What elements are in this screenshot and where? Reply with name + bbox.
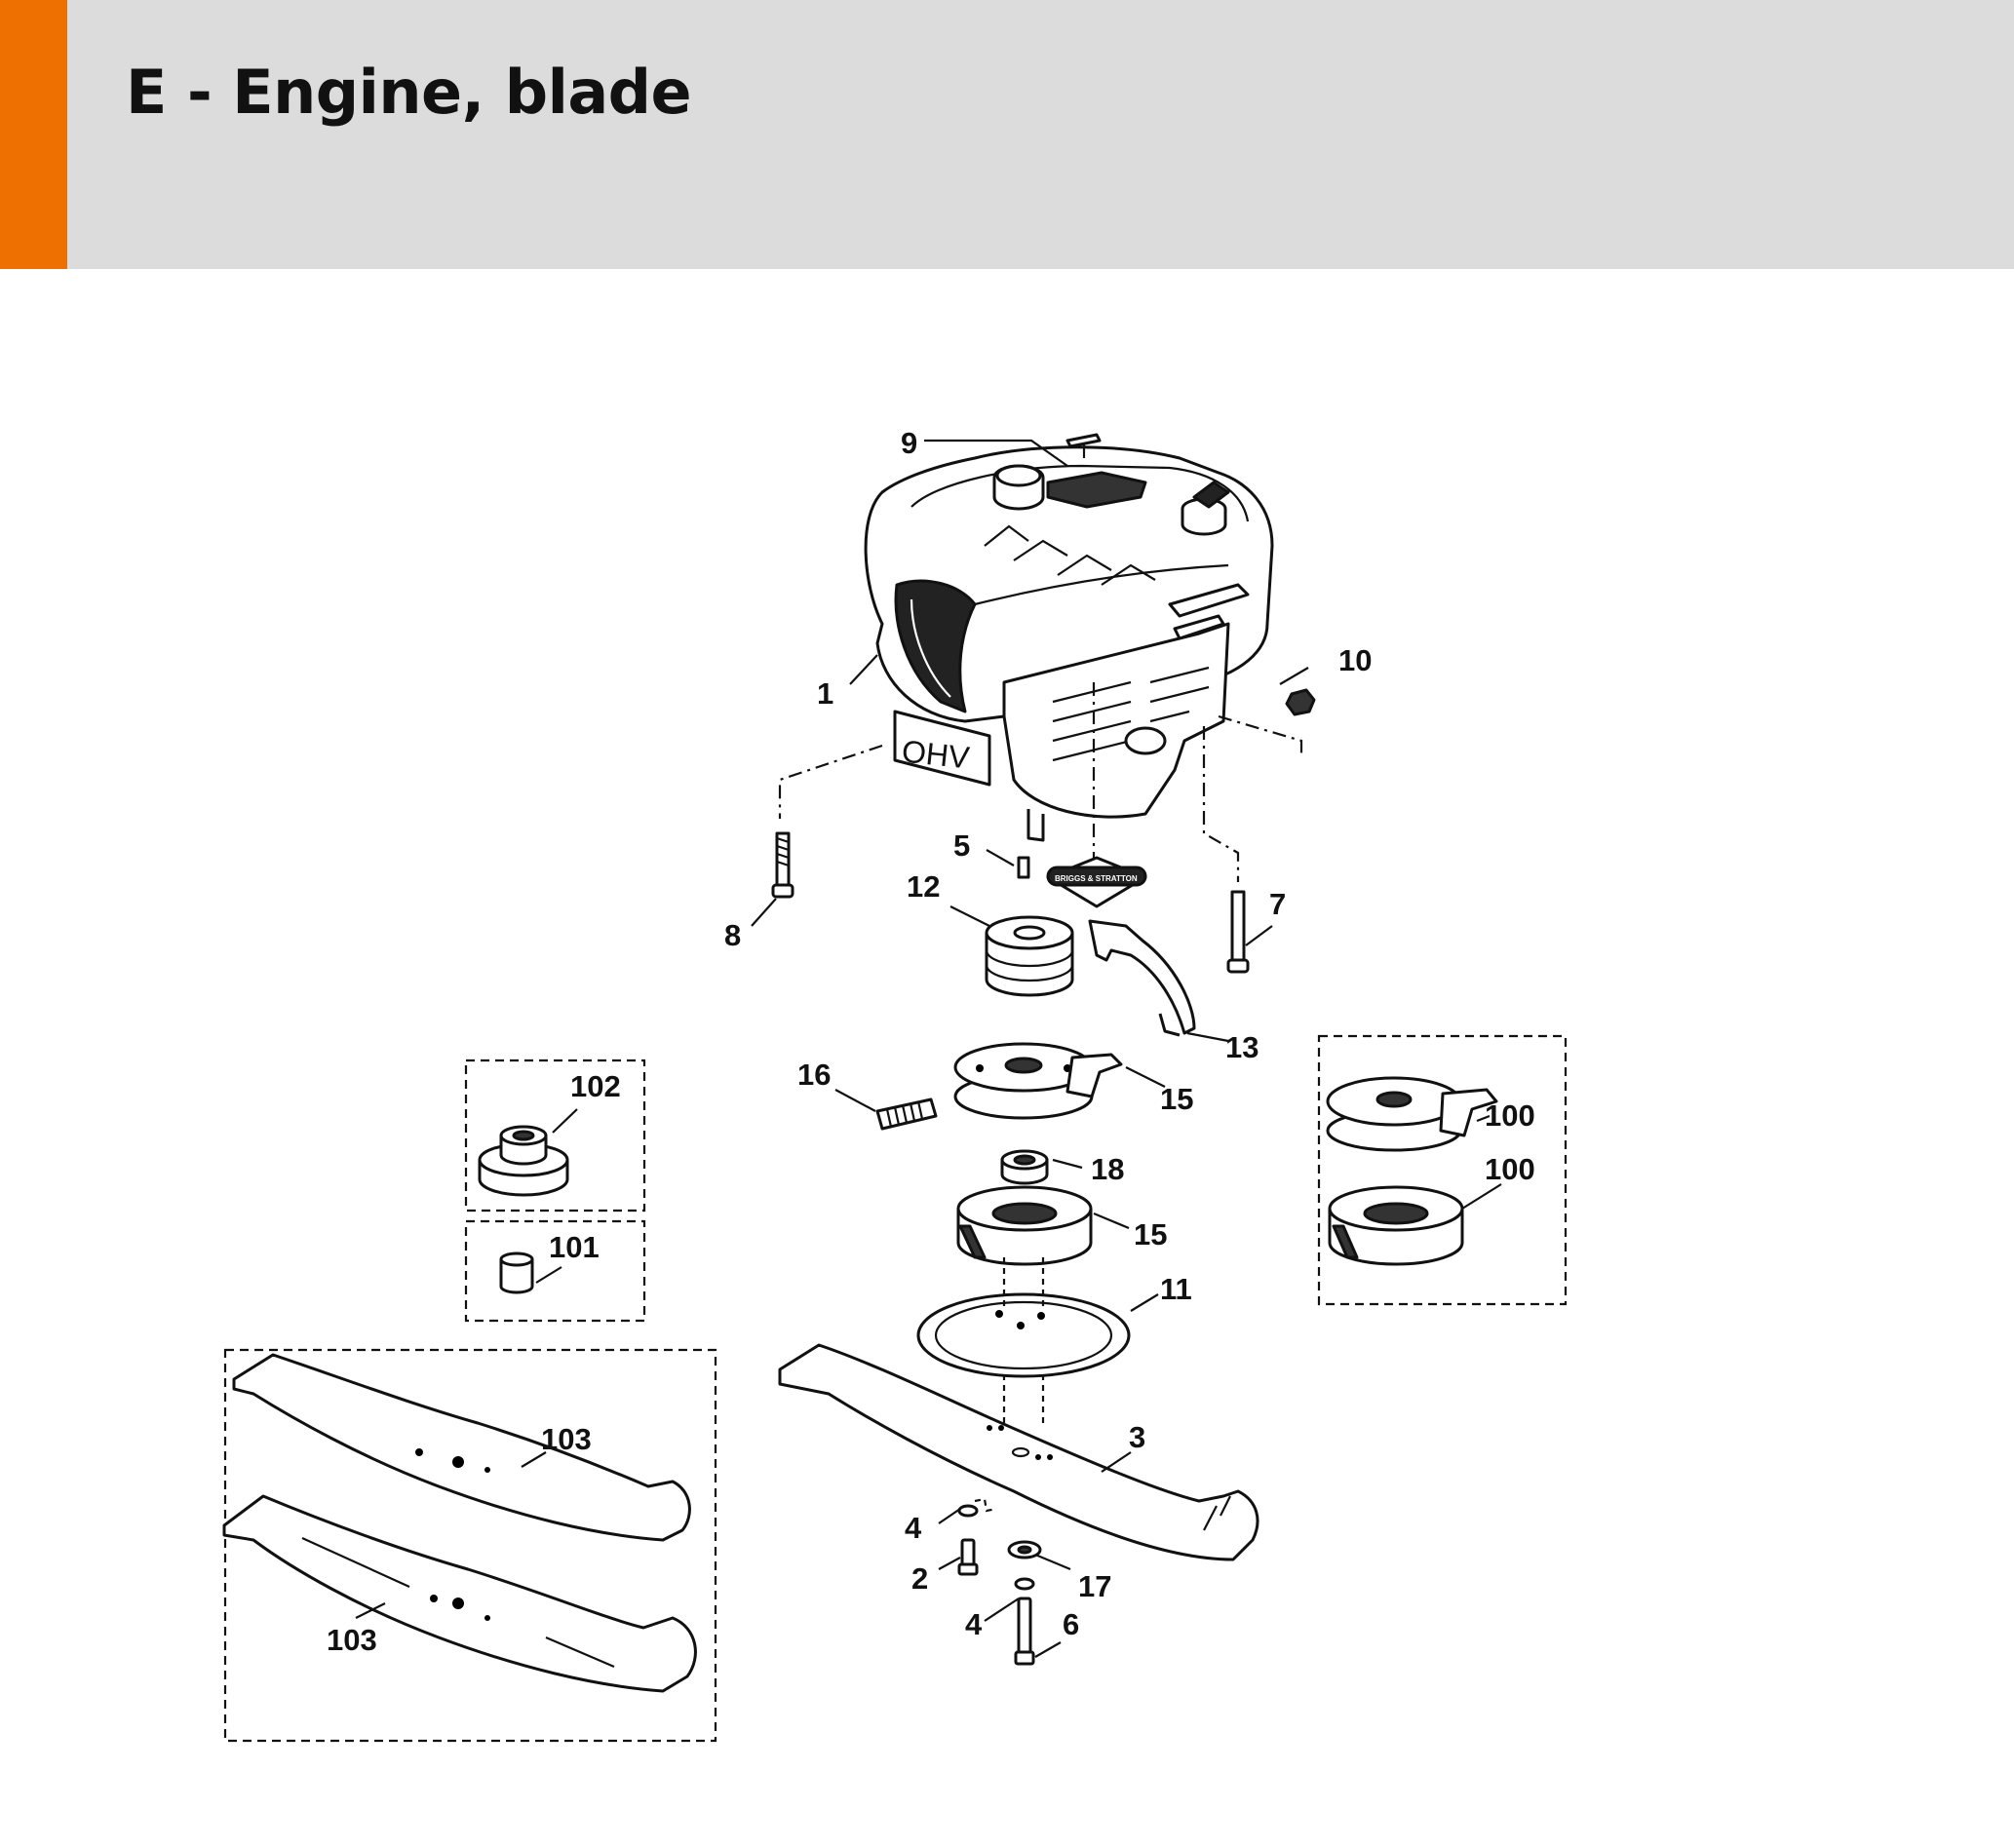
pulley-alt-part	[478, 1125, 569, 1197]
engine-part: OHV	[864, 433, 1274, 842]
pulley-part	[985, 915, 1074, 997]
blade-alt-upper-part	[232, 1353, 691, 1542]
callout-12: 12	[907, 869, 940, 904]
page-title: E - Engine, blade	[126, 57, 692, 128]
callout-9: 9	[901, 426, 917, 460]
washer-lower-part	[1014, 1577, 1035, 1591]
bracket-part	[1088, 919, 1196, 1037]
callout-103-upper: 103	[541, 1422, 592, 1456]
brand-decal-label: BRIGGS & STRATTON	[1055, 874, 1138, 883]
bolt-right-part	[1226, 890, 1250, 974]
callout-16: 16	[797, 1058, 831, 1092]
callout-100-lower: 100	[1485, 1152, 1535, 1186]
blade-disc-part	[916, 1292, 1131, 1378]
callout-3: 3	[1129, 1420, 1145, 1454]
callout-13: 13	[1225, 1030, 1259, 1064]
option-box-102	[464, 1059, 646, 1213]
callout-15-upper: 15	[1160, 1082, 1193, 1116]
option-box-100	[1317, 1034, 1568, 1306]
header-band: E - Engine, blade	[0, 0, 2014, 269]
callout-18: 18	[1091, 1152, 1124, 1186]
callout-2: 2	[911, 1561, 928, 1596]
clutch-housing-alt-part	[1328, 1185, 1464, 1266]
bolt-left-part	[771, 831, 794, 899]
callout-103-lower: 103	[327, 1623, 377, 1657]
sleeve-part	[499, 1251, 534, 1294]
callout-5: 5	[953, 828, 970, 863]
center-washer-part	[1007, 1540, 1042, 1559]
nut-part	[1285, 688, 1316, 716]
bushing-part	[1000, 1149, 1049, 1185]
callout-8: 8	[724, 918, 741, 952]
callout-4-lower: 4	[965, 1607, 983, 1641]
option-box-101	[464, 1219, 646, 1323]
engine-ohv-label: OHV	[900, 733, 971, 775]
callout-1: 1	[817, 676, 833, 711]
clutch-housing-lower-part	[956, 1185, 1093, 1266]
callout-6: 6	[1063, 1607, 1079, 1641]
brand-decal-part: BRIGGS & STRATTON	[1046, 856, 1147, 908]
blade-part	[778, 1343, 1259, 1561]
leader-lines	[355, 439, 1502, 1658]
callout-100-upper: 100	[1485, 1098, 1535, 1133]
bolt-long-part	[1014, 1597, 1035, 1666]
callout-11: 11	[1160, 1272, 1192, 1306]
callout-17: 17	[1078, 1569, 1111, 1603]
callout-7: 7	[1269, 887, 1286, 921]
brake-plate-alt-part	[1326, 1076, 1498, 1152]
callout-10: 10	[1338, 643, 1372, 677]
spring-part	[875, 1097, 938, 1131]
callout-4-upper: 4	[905, 1511, 922, 1545]
washer-upper-part	[957, 1504, 979, 1518]
option-box-103	[223, 1348, 717, 1743]
shaft-key-part	[1017, 856, 1030, 879]
callout-15-lower: 15	[1134, 1217, 1167, 1251]
brake-plate-upper-part	[953, 1042, 1123, 1120]
accent-bar	[0, 0, 67, 269]
callout-102: 102	[570, 1069, 621, 1103]
callout-101: 101	[549, 1230, 600, 1264]
bolt-short-part	[957, 1538, 979, 1576]
blade-alt-lower-part	[222, 1494, 697, 1693]
